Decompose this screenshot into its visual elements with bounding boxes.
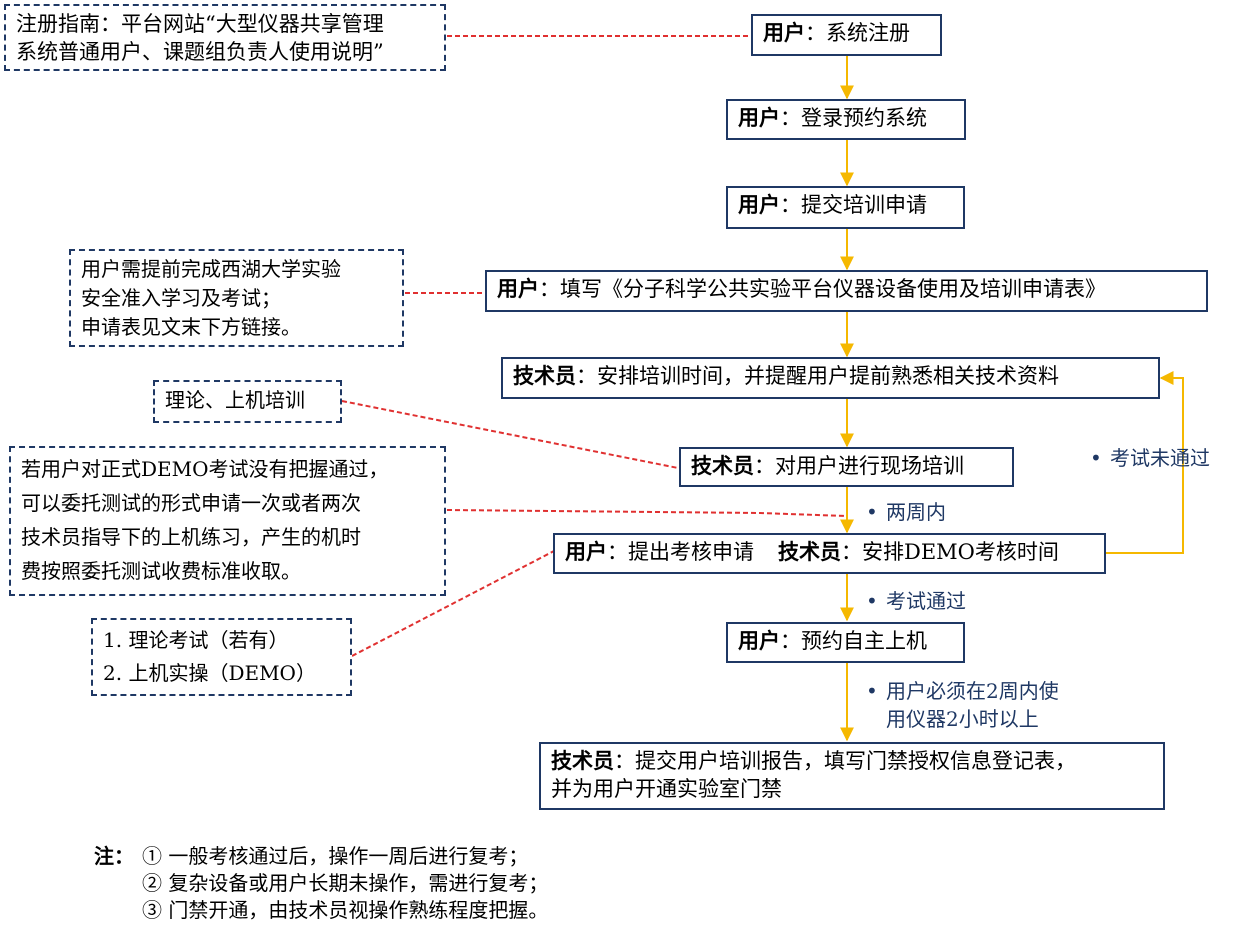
bullet-icon: • — [1090, 446, 1102, 470]
role-label: 技术员 — [691, 454, 754, 478]
step-book-self-use: 用户：预约自主上机 — [726, 622, 965, 663]
role-label: 用户 — [565, 540, 607, 564]
footnote-item: ② 复杂设备或用户长期未操作，需进行复考； — [142, 871, 549, 895]
bullet-icon: • — [866, 589, 878, 613]
label-usage-requirement: •用户必须在2周内使 用仪器2小时以上 — [866, 679, 1059, 731]
label-two-weeks: •两周内 — [866, 500, 946, 524]
footnote: 注： ① 一般考核通过后，操作一周后进行复考； ② 复杂设备或用户长期未操作，需… — [94, 843, 548, 924]
label-exam-failed: •考试未通过 — [1090, 446, 1210, 470]
step-register: 用户：系统注册 — [751, 14, 942, 56]
connector-exam — [351, 550, 555, 657]
step-text: 登录预约系统 — [801, 106, 927, 130]
step-text: 对用户进行现场培训 — [775, 454, 964, 478]
footnote-item: ③ 门禁开通，由技术员视操作熟练程度把握。 — [142, 898, 549, 922]
arrow-retry — [1106, 371, 1184, 554]
step-text: 提出考核申请 — [628, 540, 754, 564]
note-exam-items: 1. 理论考试（若有） 2. 上机实操（DEMO） — [91, 618, 352, 696]
step-exam-request: 用户：提出考核申请技术员：安排DEMO考核时间 — [553, 533, 1106, 574]
step-onsite-training: 技术员：对用户进行现场培训 — [679, 447, 1014, 487]
role-label: 用户 — [763, 21, 805, 45]
step-login: 用户：登录预约系统 — [726, 99, 966, 140]
note-training-type: 理论、上机培训 — [153, 380, 342, 423]
role-label: 用户 — [738, 629, 780, 653]
connector-training — [341, 400, 679, 469]
step-schedule-training: 技术员：安排培训时间，并提醒用户提前熟悉相关技术资料 — [501, 357, 1160, 399]
step-text: 系统注册 — [826, 21, 910, 45]
step-text: 填写《分子科学公共实验平台仪器设备使用及培训申请表》 — [560, 277, 1106, 301]
role-label: 技术员 — [551, 749, 614, 773]
role-label: 用户 — [738, 193, 780, 217]
note-safety-admission: 用户需提前完成西湖大学实验 安全准入学习及考试； 申请表见文末下方链接。 — [69, 249, 404, 347]
step-text: 安排DEMO考核时间 — [862, 540, 1059, 564]
note-register-guide: 注册指南：平台网站“大型仪器共享管理 系统普通用户、课题组负责人使用说明” — [4, 4, 446, 71]
bullet-icon: • — [866, 500, 878, 524]
step-text: 提交培训申请 — [801, 193, 927, 217]
label-exam-passed: •考试通过 — [866, 589, 966, 613]
step-fill-form: 用户：填写《分子科学公共实验平台仪器设备使用及培训申请表》 — [485, 270, 1208, 312]
bullet-icon: • — [866, 679, 878, 703]
connector-demo — [446, 509, 847, 517]
role-label: 用户 — [738, 106, 780, 130]
step-text: 并为用户开通实验室门禁 — [551, 777, 782, 801]
step-text: 提交用户培训报告，填写门禁授权信息登记表， — [635, 749, 1076, 773]
footnote-item: ① 一般考核通过后，操作一周后进行复考； — [142, 844, 529, 868]
role-label: 用户 — [497, 277, 539, 301]
step-submit-training: 用户：提交培训申请 — [726, 186, 965, 229]
role-label: 技术员 — [778, 540, 841, 564]
role-label: 技术员 — [513, 364, 576, 388]
step-text: 安排培训时间，并提醒用户提前熟悉相关技术资料 — [597, 364, 1059, 388]
step-report-access: 技术员：提交用户培训报告，填写门禁授权信息登记表， 并为用户开通实验室门禁 — [539, 742, 1165, 810]
note-demo-practice: 若用户对正式DEMO考试没有把握通过， 可以委托测试的形式申请一次或者两次 技术… — [9, 446, 446, 596]
step-text: 预约自主上机 — [801, 629, 927, 653]
footnote-head: 注： — [94, 844, 134, 868]
